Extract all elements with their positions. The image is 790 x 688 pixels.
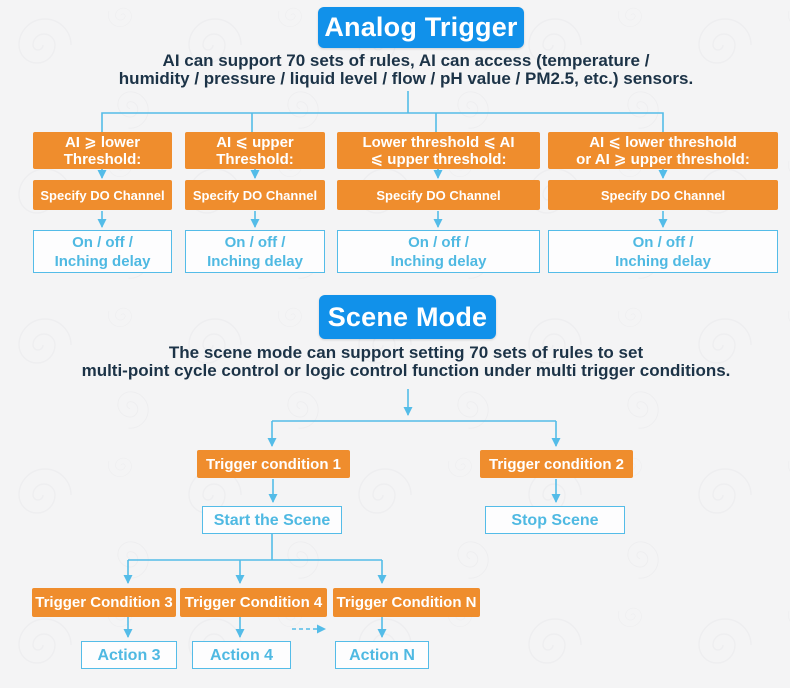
condition-line: AI ⩽ lower threshold bbox=[589, 133, 737, 151]
result-box-4: On / off / Inching delay bbox=[548, 230, 778, 273]
stop-scene-box: Stop Scene bbox=[485, 506, 625, 534]
action-n-box: Action N bbox=[335, 641, 429, 669]
analog-description-line-1: AI can support 70 sets of rules, AI can … bbox=[162, 51, 650, 70]
result-line: On / off / bbox=[632, 233, 694, 251]
trigger-condition-4-box: Trigger Condition 4 bbox=[180, 588, 327, 617]
do-channel-label: Specify DO Channel bbox=[192, 187, 318, 203]
condition-line: AI ⩽ upper bbox=[216, 133, 294, 151]
result-line: On / off / bbox=[224, 233, 286, 251]
action-4-box: Action 4 bbox=[192, 641, 291, 669]
scene-mode-title: Scene Mode bbox=[319, 295, 496, 339]
trigger-condition-2-box: Trigger condition 2 bbox=[480, 450, 633, 478]
do-channel-label: Specify DO Channel bbox=[40, 187, 165, 203]
condition-line: Lower threshold ⩽ AI bbox=[362, 133, 515, 151]
trigger-condition-1-box: Trigger condition 1 bbox=[197, 450, 350, 478]
condition-box-2: AI ⩽ upper Threshold: bbox=[185, 132, 325, 169]
result-line: On / off / bbox=[408, 233, 469, 251]
result-line: Inching delay bbox=[615, 252, 711, 270]
analog-description-line-2: humidity / pressure / liquid level / flo… bbox=[118, 69, 694, 88]
result-box-2: On / off / Inching delay bbox=[185, 230, 325, 273]
do-channel-label: Specify DO Channel bbox=[600, 187, 726, 203]
do-channel-box-2: Specify DO Channel bbox=[185, 180, 325, 210]
do-channel-box-4: Specify DO Channel bbox=[548, 180, 778, 210]
result-line: Inching delay bbox=[207, 252, 303, 270]
scene-description-line-1: The scene mode can support setting 70 se… bbox=[168, 343, 644, 362]
condition-line: ⩽ upper threshold: bbox=[370, 150, 507, 168]
result-line: Inching delay bbox=[390, 252, 487, 270]
result-line: Inching delay bbox=[54, 252, 151, 270]
trigger-condition-3-box: Trigger Condition 3 bbox=[32, 588, 176, 617]
action-3-box: Action 3 bbox=[81, 641, 177, 669]
scene-description-line-2: multi-point cycle control or logic contr… bbox=[81, 361, 731, 380]
do-channel-box-1: Specify DO Channel bbox=[33, 180, 172, 210]
condition-box-1: AI ⩾ lower Threshold: bbox=[33, 132, 172, 169]
result-box-3: On / off / Inching delay bbox=[337, 230, 540, 273]
condition-line: or AI ⩾ upper threshold: bbox=[576, 150, 750, 168]
result-box-1: On / off / Inching delay bbox=[33, 230, 172, 273]
condition-line: AI ⩾ lower bbox=[64, 133, 141, 151]
start-scene-box: Start the Scene bbox=[202, 506, 342, 534]
do-channel-box-3: Specify DO Channel bbox=[337, 180, 540, 210]
result-line: On / off / bbox=[72, 233, 133, 251]
condition-box-3: Lower threshold ⩽ AI ⩽ upper threshold: bbox=[337, 132, 540, 169]
condition-box-4: AI ⩽ lower threshold or AI ⩾ upper thres… bbox=[548, 132, 778, 169]
condition-line: Threshold: bbox=[216, 150, 294, 168]
scene-description: The scene mode can support setting 70 se… bbox=[0, 344, 790, 380]
analog-description: AI can support 70 sets of rules, AI can … bbox=[0, 52, 790, 88]
trigger-condition-n-box: Trigger Condition N bbox=[333, 588, 480, 617]
analog-trigger-title: Analog Trigger bbox=[318, 7, 524, 48]
condition-line: Threshold: bbox=[63, 150, 142, 168]
do-channel-label: Specify DO Channel bbox=[376, 187, 501, 203]
